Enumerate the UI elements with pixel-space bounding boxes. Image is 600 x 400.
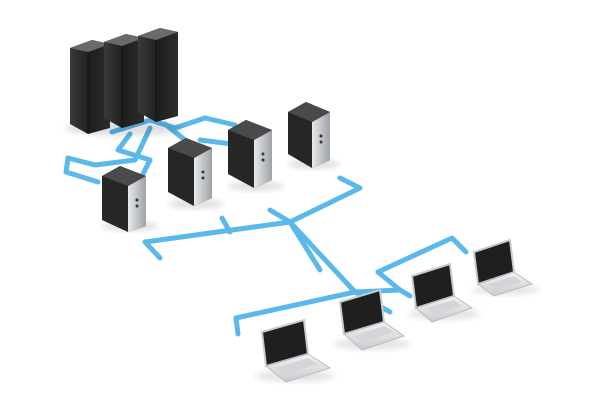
network-link bbox=[233, 219, 358, 337]
network-link bbox=[63, 155, 101, 185]
tower-server-icon bbox=[288, 102, 340, 169]
network-link bbox=[219, 215, 233, 235]
network-link bbox=[202, 115, 238, 128]
network-link bbox=[142, 219, 293, 261]
network-link bbox=[65, 125, 153, 168]
laptop-icon bbox=[408, 262, 480, 323]
tower-server-icon bbox=[102, 166, 158, 232]
network-link bbox=[267, 175, 363, 225]
network-link bbox=[115, 131, 153, 163]
laptops bbox=[255, 238, 540, 383]
server-racks bbox=[65, 28, 185, 136]
tower-servers bbox=[102, 102, 340, 232]
laptop-icon bbox=[472, 238, 540, 297]
server-rack-icon bbox=[70, 40, 110, 134]
laptop-icon bbox=[334, 288, 410, 351]
tower-server-icon bbox=[168, 138, 224, 209]
network-link bbox=[375, 235, 469, 275]
tower-server-icon bbox=[228, 120, 284, 191]
server-rack-icon bbox=[138, 28, 178, 122]
laptop-icon bbox=[255, 318, 335, 383]
network-link bbox=[352, 269, 403, 295]
network-link bbox=[397, 287, 413, 299]
server-rack-icon bbox=[104, 34, 144, 128]
network-link bbox=[287, 219, 323, 273]
